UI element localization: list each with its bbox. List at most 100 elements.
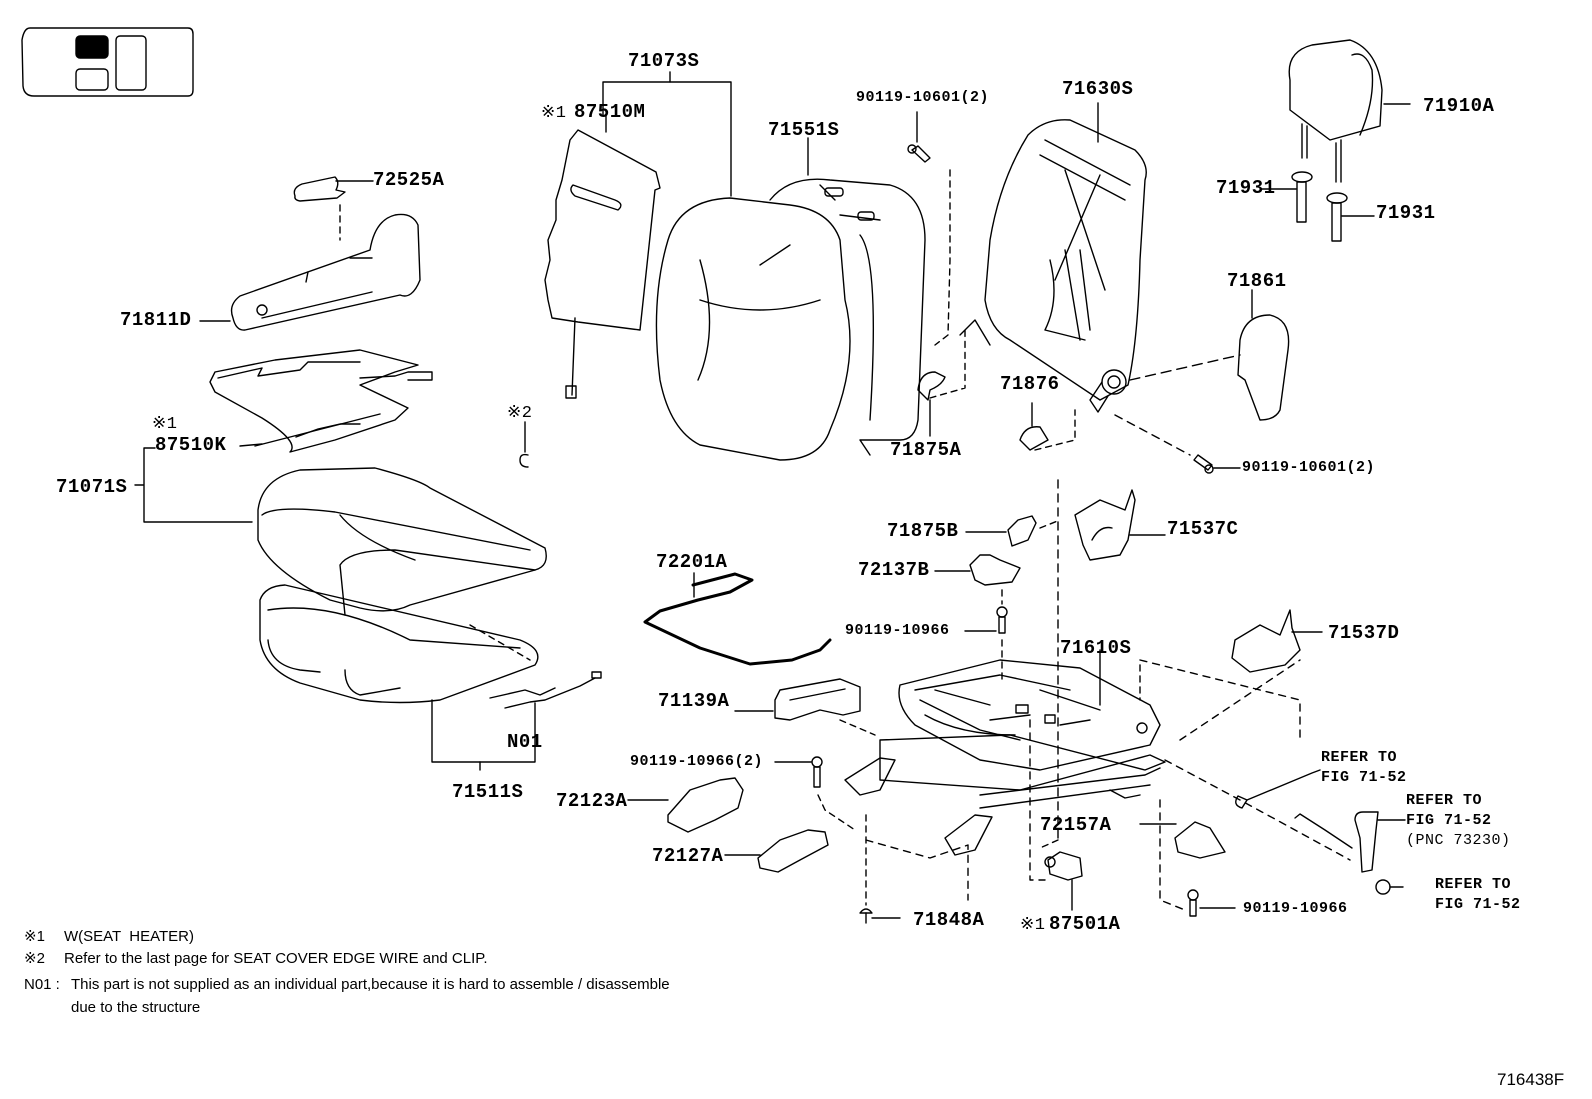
label-71861[interactable]: 71861 bbox=[1227, 270, 1287, 292]
refer-fig-71-52-clip[interactable]: REFER TO FIG 71-52 bbox=[1321, 748, 1407, 788]
seat-belt-buckle-drawing bbox=[1164, 759, 1406, 895]
footnote-1: ※1 W(SEAT HEATER) bbox=[24, 929, 194, 944]
part-90119-10601-right-drawing bbox=[1114, 414, 1241, 474]
label-87510M[interactable]: 87510M bbox=[574, 101, 646, 123]
part-71876-drawing bbox=[1019, 402, 1076, 451]
part-90119-10966-b-drawing bbox=[1187, 889, 1236, 917]
part-90119-10601-top-drawing bbox=[907, 111, 951, 346]
vehicle-seat-locator-icon bbox=[21, 27, 194, 97]
refer-line: FIG 71-52 bbox=[1406, 812, 1492, 829]
part-87510K-drawing bbox=[209, 349, 433, 453]
footnote-mark: N01 : bbox=[24, 976, 60, 993]
label-90119-10966-a[interactable]: 90119-10966 bbox=[845, 622, 950, 639]
figure-id: 716438F bbox=[1497, 1070, 1565, 1089]
part-71875B-drawing bbox=[965, 515, 1061, 547]
label-71551S[interactable]: 71551S bbox=[768, 119, 840, 141]
label-72123A[interactable]: 72123A bbox=[556, 790, 628, 812]
label-71610S[interactable]: 71610S bbox=[1060, 637, 1132, 659]
part-71511S-drawing bbox=[259, 584, 539, 771]
label-87501A[interactable]: 87501A bbox=[1049, 913, 1121, 935]
footnote-text: W(SEAT HEATER) bbox=[64, 928, 195, 945]
part-72157A-drawing bbox=[1139, 799, 1226, 911]
part-71073S-drawing bbox=[655, 137, 926, 461]
part-71537C-drawing bbox=[1074, 489, 1166, 561]
part-71848A-drawing bbox=[859, 814, 969, 924]
refer-line: REFER TO bbox=[1435, 876, 1512, 893]
label-71875B[interactable]: 71875B bbox=[887, 520, 959, 542]
part-87501A-drawing bbox=[1029, 719, 1083, 911]
part-72137B-drawing bbox=[934, 554, 1021, 605]
part-71630S-drawing bbox=[959, 102, 1147, 413]
part-71139A-drawing bbox=[734, 678, 876, 736]
label-72127A[interactable]: 72127A bbox=[652, 845, 724, 867]
label-71910A[interactable]: 71910A bbox=[1423, 95, 1495, 117]
label-90119-10601-top[interactable]: 90119-10601(2) bbox=[856, 89, 990, 106]
refer-line: REFER TO bbox=[1321, 749, 1398, 766]
part-72127A-drawing bbox=[724, 829, 829, 873]
label-90119-10601-right[interactable]: 90119-10601(2) bbox=[1242, 459, 1376, 476]
refer-line: FIG 71-52 bbox=[1435, 896, 1521, 913]
part-90119-10966-2-drawing bbox=[774, 756, 856, 831]
part-90119-10966-a-drawing bbox=[964, 606, 1008, 681]
note-mark: ※2 bbox=[507, 404, 533, 423]
part-71073S-bracket bbox=[602, 71, 732, 197]
refer-line: REFER TO bbox=[1406, 792, 1483, 809]
label-71511S[interactable]: 71511S bbox=[452, 781, 524, 803]
label-71848A[interactable]: 71848A bbox=[913, 909, 985, 931]
part-71931-left-drawing bbox=[1261, 171, 1313, 223]
label-71931-left[interactable]: 71931 bbox=[1216, 177, 1276, 199]
part-71861-drawing bbox=[1129, 289, 1290, 421]
label-N01[interactable]: N01 bbox=[507, 731, 543, 753]
part-87510M-drawing bbox=[544, 129, 661, 399]
part-71931-right-drawing bbox=[1326, 192, 1375, 242]
part-71071S-bracket bbox=[134, 447, 253, 523]
label-72157A[interactable]: 72157A bbox=[1040, 814, 1112, 836]
footnote-N01-continued: due to the structure bbox=[71, 999, 201, 1016]
part-72201A-drawing bbox=[643, 572, 832, 666]
label-71073S[interactable]: 71073S bbox=[628, 50, 700, 72]
label-71931-right[interactable]: 71931 bbox=[1376, 202, 1436, 224]
footnote-text: This part is not supplied as an individu… bbox=[71, 976, 670, 993]
clip-drawing bbox=[519, 421, 529, 468]
footnote-mark: ※1 bbox=[24, 928, 45, 945]
label-71071S[interactable]: 71071S bbox=[56, 476, 128, 498]
footnote-mark: ※2 bbox=[24, 950, 45, 967]
label-87510K[interactable]: 87510K bbox=[155, 434, 227, 456]
footnote-N01: N01 : This part is not supplied as an ind… bbox=[24, 977, 670, 992]
label-90119-10966-2[interactable]: 90119-10966(2) bbox=[630, 753, 764, 770]
note-mark: ※1 bbox=[541, 104, 567, 123]
label-72201A[interactable]: 72201A bbox=[656, 551, 728, 573]
label-87510M-mark: ※1 bbox=[541, 103, 566, 122]
label-71139A[interactable]: 71139A bbox=[658, 690, 730, 712]
label-72137B[interactable]: 72137B bbox=[858, 559, 930, 581]
refer-line: FIG 71-52 bbox=[1321, 769, 1407, 786]
label-71876[interactable]: 71876 bbox=[1000, 373, 1060, 395]
label-72525A[interactable]: 72525A bbox=[373, 169, 445, 191]
part-71811D-drawing bbox=[199, 213, 421, 331]
label-71537D[interactable]: 71537D bbox=[1328, 622, 1400, 644]
label-87501A-mark: ※1 bbox=[1020, 915, 1045, 934]
part-71537D-drawing bbox=[1231, 609, 1323, 673]
refer-fig-71-52-nut[interactable]: REFER TO FIG 71-52 bbox=[1435, 875, 1521, 915]
label-71875A[interactable]: 71875A bbox=[890, 439, 962, 461]
footnote-2: ※2 Refer to the last page for SEAT COVER … bbox=[24, 951, 488, 966]
part-71910A-drawing bbox=[1288, 39, 1411, 183]
label-87510K-mark: ※1 bbox=[152, 414, 177, 433]
refer-fig-71-52-buckle[interactable]: REFER TO FIG 71-52 (PNC 73230) bbox=[1406, 791, 1511, 851]
part-72525A-drawing bbox=[293, 176, 374, 241]
part-71875A-drawing bbox=[917, 329, 966, 437]
part-N01-drawing bbox=[489, 671, 602, 709]
label-90119-10966-b[interactable]: 90119-10966 bbox=[1243, 900, 1348, 917]
label-clip-mark: ※2 bbox=[507, 403, 532, 422]
part-71071S-drawing bbox=[257, 467, 547, 616]
part-71610S-drawing bbox=[844, 649, 1301, 856]
note-mark: ※1 bbox=[152, 415, 178, 434]
refer-pnc: (PNC 73230) bbox=[1406, 832, 1511, 849]
label-71537C[interactable]: 71537C bbox=[1167, 518, 1239, 540]
label-71630S[interactable]: 71630S bbox=[1062, 78, 1134, 100]
note-mark: ※1 bbox=[1020, 916, 1046, 935]
part-72123A-drawing bbox=[627, 777, 744, 833]
footnote-text: Refer to the last page for SEAT COVER ED… bbox=[64, 950, 488, 967]
label-71811D[interactable]: 71811D bbox=[120, 309, 192, 331]
